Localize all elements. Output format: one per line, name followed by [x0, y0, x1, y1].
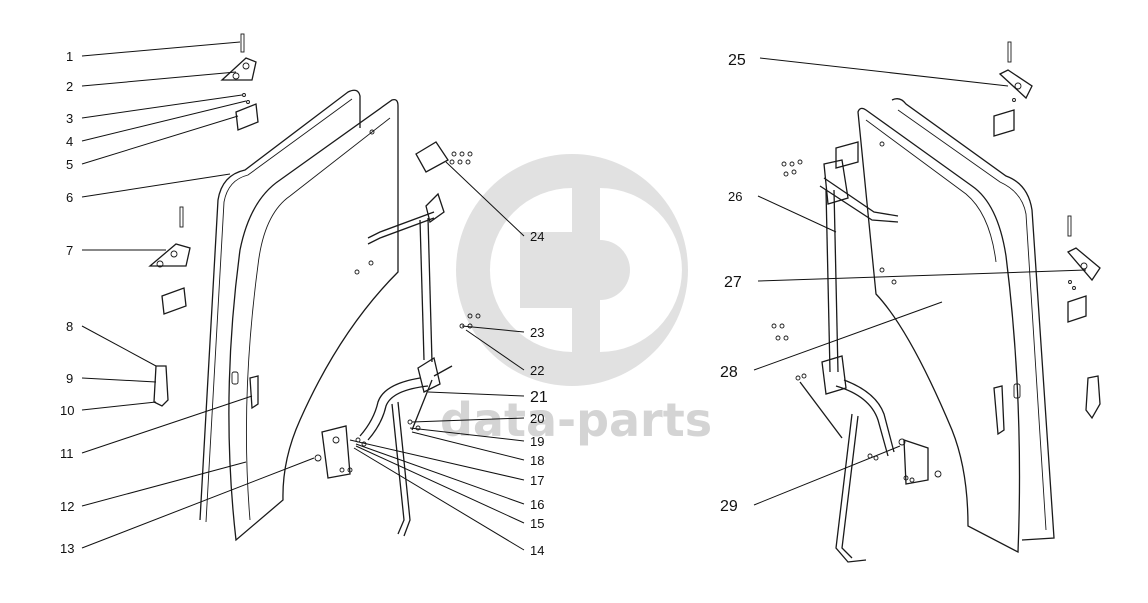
callout-4: 4 — [66, 134, 73, 149]
callout-8: 8 — [66, 319, 73, 334]
callout-20: 20 — [530, 411, 544, 426]
watermark-text: data-parts — [440, 393, 712, 447]
callout-14: 14 — [530, 543, 544, 558]
callout-5: 5 — [66, 157, 73, 172]
callout-13: 13 — [60, 541, 74, 556]
callout-3: 3 — [66, 111, 73, 126]
callout-7: 7 — [66, 243, 73, 258]
callout-2: 2 — [66, 79, 73, 94]
callout-17: 17 — [530, 473, 544, 488]
callout-25: 25 — [728, 52, 746, 69]
callout-1: 1 — [66, 49, 73, 64]
callout-19: 19 — [530, 434, 544, 449]
watermark-logo — [456, 154, 688, 386]
callout-16: 16 — [530, 497, 544, 512]
callout-26: 26 — [728, 189, 742, 204]
right-leader-lines — [753, 57, 1087, 506]
callout-27: 27 — [724, 274, 742, 291]
callout-22: 22 — [530, 363, 544, 378]
callout-23: 23 — [530, 325, 544, 340]
callout-24: 24 — [530, 229, 544, 244]
callout-9: 9 — [66, 371, 73, 386]
callout-12: 12 — [60, 499, 74, 514]
callout-11: 11 — [60, 446, 74, 461]
callout-10: 10 — [60, 403, 74, 418]
right-door-assembly — [771, 41, 1101, 563]
callout-15: 15 — [530, 516, 544, 531]
callout-18: 18 — [530, 453, 544, 468]
callout-29: 29 — [720, 498, 738, 515]
callout-21: 21 — [530, 389, 548, 406]
left-leader-lines — [81, 41, 525, 551]
left-door-assembly — [148, 33, 481, 542]
callout-6: 6 — [66, 190, 73, 205]
callout-28: 28 — [720, 364, 738, 381]
